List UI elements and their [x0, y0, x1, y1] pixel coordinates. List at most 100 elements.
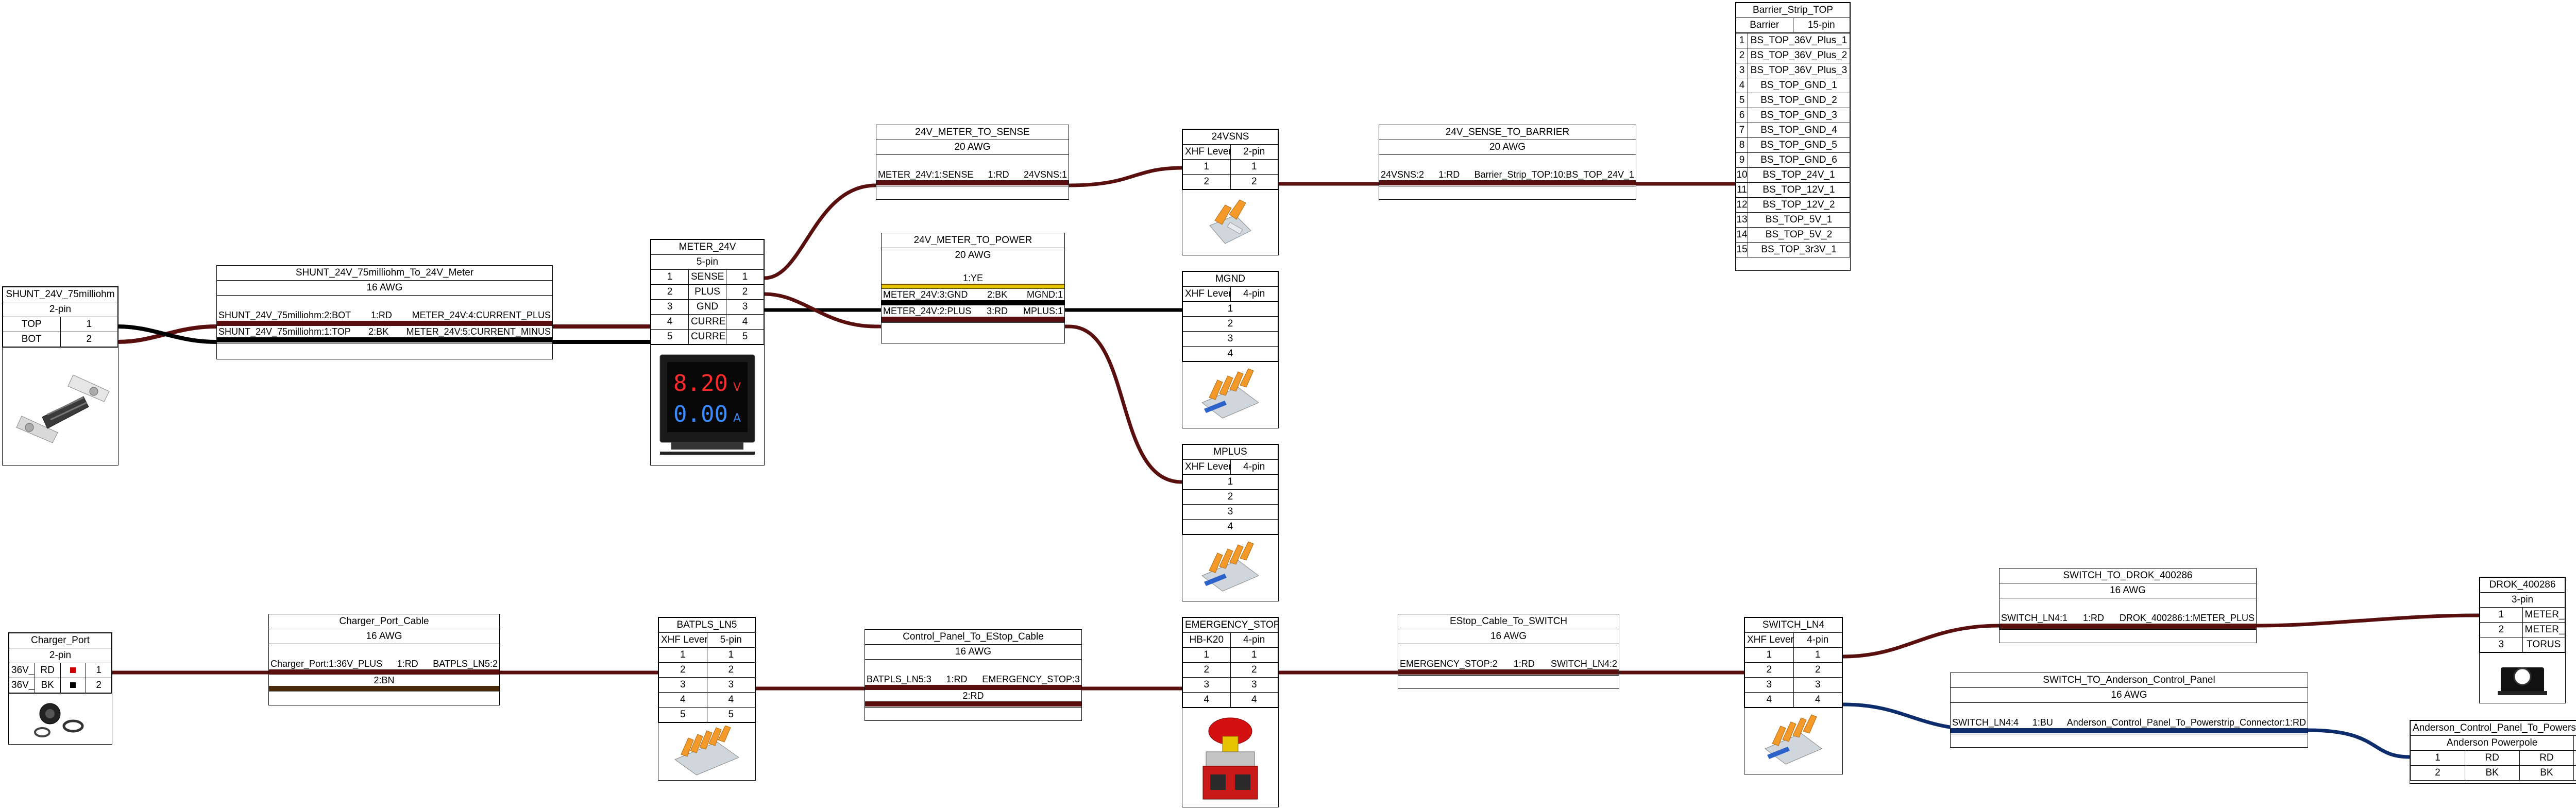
mgnd-connector[interactable]: MGND XHF Lever Nuts4-pin 1 2 3 4: [1182, 271, 1279, 428]
cable-sense-to-barrier[interactable]: 24V_SENSE_TO_BARRIER 20 AWG 24VSNS:2 1:R…: [1379, 125, 1636, 200]
connector-pin-count: 2-pin: [2573, 735, 2576, 751]
lever-nut-image: [1182, 535, 1278, 601]
pin-number: 4: [658, 692, 707, 708]
pin-label: BS_TOP_36V_Plus_2: [1748, 48, 1850, 63]
pin-label: 36V_PLUS: [9, 663, 35, 678]
pin-label: BS_TOP_GND_4: [1748, 123, 1850, 138]
connector-title: MPLUS: [1182, 444, 1278, 460]
pin-number: 1: [706, 647, 755, 663]
pin-label: GND: [688, 299, 726, 315]
shunt-resistor-icon: [16, 374, 110, 443]
pin-label: BS_TOP_GND_3: [1748, 108, 1850, 123]
wire-stripe-red: [1379, 180, 1636, 185]
connector-title: Barrier_Strip_TOP: [1736, 3, 1850, 18]
pin-number: 4: [1230, 692, 1278, 708]
cable-meter-to-sense[interactable]: 24V_METER_TO_SENSE 20 AWG METER_24V:1:SE…: [876, 125, 1069, 200]
connector-pin-count: 15-pin: [1792, 18, 1850, 33]
connector-pin-count: 2-pin: [3, 302, 118, 317]
pin-number: 1: [1182, 647, 1231, 663]
pin-number: 3: [706, 677, 755, 693]
charger-port-connector[interactable]: Charger_Port 2-pin 36V_PLUS RD 1 36V_MIN…: [8, 632, 112, 745]
cable-meter-to-power[interactable]: 24V_METER_TO_POWER 20 AWG 1:YE METER_24V…: [881, 233, 1065, 343]
pin-number: 4: [1182, 692, 1231, 708]
pin-number: 3: [726, 299, 764, 315]
pin-number: 3: [1744, 677, 1794, 693]
batpls-connector[interactable]: BATPLS_LN5 XHF Lever Nuts5-pin 11 22 33 …: [658, 617, 756, 781]
vsns-connector[interactable]: 24VSNS XHF Lever Nuts2-pin 11 22: [1182, 129, 1279, 255]
wire-label-row: SHUNT_24V_75milliohm:2:BOT 1:RD METER_24…: [218, 310, 551, 320]
anderson-connector[interactable]: Anderson_Control_Panel_To_Powerstrip_Con…: [2410, 720, 2576, 784]
pin-number: 4: [1744, 692, 1794, 708]
pin-label: 36V_MINUS: [9, 678, 35, 693]
connector-title: 24VSNS: [1182, 129, 1278, 145]
cable-shunt-to-meter[interactable]: SHUNT_24V_75milliohm_To_24V_Meter 16 AWG…: [216, 265, 553, 359]
wire-stripe-black: [882, 300, 1064, 305]
lever-nut-image: [1744, 708, 1842, 774]
pin-number: 2: [86, 678, 112, 693]
wire-color-swatch: [2573, 765, 2576, 781]
pin-number: 3: [1182, 331, 1278, 347]
switch-connector[interactable]: SWITCH_LN4 XHF Lever Nuts4-pin 11 22 33 …: [1744, 617, 1843, 774]
cable-panel-to-estop[interactable]: Control_Panel_To_EStop_Cable 16 AWG BATP…: [865, 629, 1082, 721]
cable-title: 24V_METER_TO_SENSE: [876, 125, 1069, 140]
pin-label: BS_TOP_36V_Plus_3: [1748, 63, 1850, 78]
pin-number: 2: [1230, 662, 1278, 678]
cable-charger-port[interactable]: Charger_Port_Cable 16 AWG Charger_Port:1…: [268, 614, 500, 705]
meter-image: 8.20 V 0.00 A: [651, 344, 764, 462]
charger-image: [9, 693, 112, 745]
lever-nut-icon: [1201, 368, 1259, 419]
pin-label: CURRENT_PLUS: [688, 314, 726, 330]
pin-number: 2: [1182, 174, 1231, 189]
cable-gauge: 20 AWG: [1379, 140, 1636, 155]
wire-label-row: Charger_Port:1:36V_PLUS 1:RD BATPLS_LN5:…: [270, 659, 498, 669]
pin-number: 7: [1736, 123, 1748, 138]
emergency-stop-button-icon: [1202, 717, 1258, 800]
pin-number: 4: [1793, 692, 1842, 708]
pin-label: BS_TOP_12V_1: [1748, 182, 1850, 198]
pin-label: BS_TOP_GND_2: [1748, 93, 1850, 108]
pin-number: 8: [1736, 137, 1748, 153]
pin-number: 2: [2410, 765, 2465, 781]
connector-type: HB-K20: [1182, 632, 1231, 648]
wire-stripe-red: [865, 701, 1081, 706]
wire-label-row: 1:YE: [962, 273, 984, 283]
pin-number: 4: [1182, 346, 1278, 361]
cable-gauge: 16 AWG: [1999, 583, 2256, 598]
pin-number: 2: [1182, 489, 1278, 505]
pin-number: 1: [1182, 301, 1278, 317]
wire-label-row: SWITCH_LN4:4 1:BU Anderson_Control_Panel…: [1952, 717, 2306, 728]
wire-color: BK: [2464, 765, 2520, 781]
mplus-connector[interactable]: MPLUS XHF Lever Nuts4-pin 1 2 3 4: [1182, 444, 1279, 601]
cable-switch-to-anderson[interactable]: SWITCH_TO_Anderson_Control_Panel 16 AWG …: [1950, 673, 2308, 748]
pin-number: 1: [658, 647, 707, 663]
wire-stripe-red: [865, 685, 1081, 690]
cable-switch-to-drok[interactable]: SWITCH_TO_DROK_400286 16 AWG SWITCH_LN4:…: [1999, 568, 2257, 643]
pin-label: BS_TOP_GND_6: [1748, 152, 1850, 168]
charger-port-icon: [34, 703, 84, 737]
pin-number: 13: [1736, 212, 1748, 228]
pin-number: 3: [1182, 677, 1231, 693]
pin-number: 1: [726, 269, 764, 285]
svg-text:V: V: [733, 381, 741, 394]
cable-estop-to-switch[interactable]: EStop_Cable_To_SWITCH 16 AWG EMERGENCY_S…: [1398, 614, 1619, 689]
pin-number: 1: [60, 317, 118, 332]
connector-title: DROK_400286: [2480, 577, 2565, 593]
pin-number: 2: [1744, 662, 1794, 678]
wire-label-row: BATPLS_LN5:3 1:RD EMERGENCY_STOP:3: [867, 674, 1080, 684]
connector-pin-count: 2-pin: [1230, 144, 1278, 160]
wire-color-swatch: [2573, 750, 2576, 766]
connector-pin-count: 5-pin: [651, 254, 764, 270]
pin-number: 1: [1230, 647, 1278, 663]
cable-gauge: 20 AWG: [955, 250, 991, 261]
connector-type: Barrier: [1736, 18, 1793, 33]
